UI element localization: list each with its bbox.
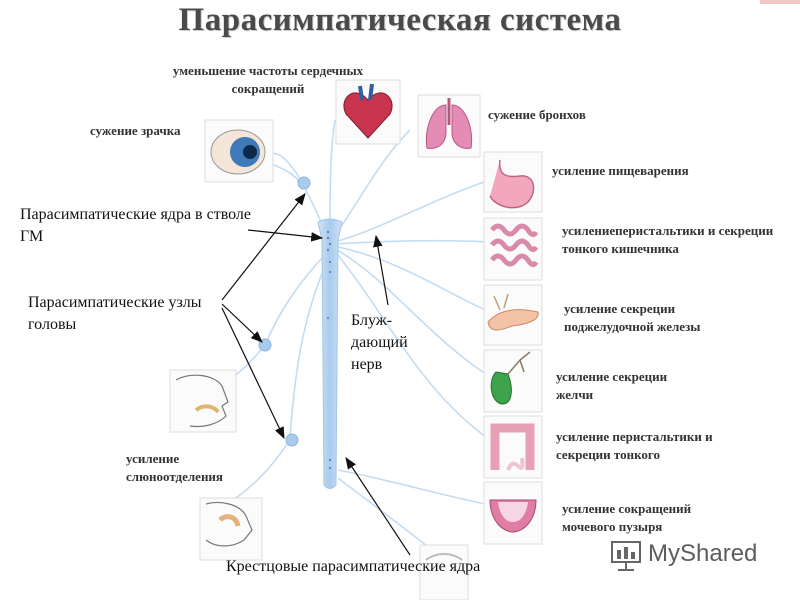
effect-bladder: усиление сокращений мочевого пузыря bbox=[562, 501, 692, 534]
effect-digestion: усиление пищеварения bbox=[552, 163, 689, 178]
annotation-arrows bbox=[221, 193, 411, 556]
top-accent-bar bbox=[760, 0, 800, 4]
intestine-illustration bbox=[483, 217, 543, 281]
effect-bile: усиление секреции желчи bbox=[556, 369, 668, 402]
lungs-illustration bbox=[417, 94, 481, 158]
annotation-brainstem-nuclei: Парасимпатические ядра в стволе ГМ bbox=[20, 206, 252, 245]
annotation-sacral-nuclei: Крестцовые парасимпатические ядра bbox=[226, 558, 481, 575]
gallbladder-illustration bbox=[483, 349, 543, 413]
annotation-head-ganglia: Парасимпатические узлы головы bbox=[28, 294, 202, 333]
face-illustration bbox=[169, 369, 237, 433]
colon-illustration bbox=[483, 415, 543, 479]
heart-illustration bbox=[335, 79, 401, 145]
spinal-cord bbox=[317, 218, 343, 489]
effect-heart-rate: уменьшение частоты сердечных сокращений bbox=[172, 63, 364, 96]
stomach-illustration bbox=[483, 151, 543, 213]
effect-intestine: усилениеперистальтики и секреции тонкого… bbox=[562, 223, 774, 256]
effect-pancreas: усиление секреции поджелудочной железы bbox=[564, 301, 701, 334]
nerve-fibers bbox=[214, 119, 496, 561]
mouth-illustration bbox=[199, 497, 263, 561]
pelvis-illustration bbox=[419, 544, 469, 600]
page-title: Парасимпатическая система bbox=[178, 2, 622, 38]
effect-bronchi: сужение бронхов bbox=[488, 107, 586, 122]
watermark-text: MyShared bbox=[648, 540, 758, 567]
myshared-logo-icon bbox=[611, 541, 641, 571]
effect-colon: усиление перистальтики и секреции тонког… bbox=[556, 429, 713, 462]
effect-pupil: сужение зрачка bbox=[90, 123, 181, 138]
effect-salivation: усиление слюноотделения bbox=[126, 451, 223, 484]
eye-illustration bbox=[204, 119, 274, 183]
bladder-illustration bbox=[483, 481, 543, 545]
annotation-vagus-nerve: Блуж- дающий нерв bbox=[351, 312, 408, 373]
pancreas-illustration bbox=[483, 284, 543, 346]
